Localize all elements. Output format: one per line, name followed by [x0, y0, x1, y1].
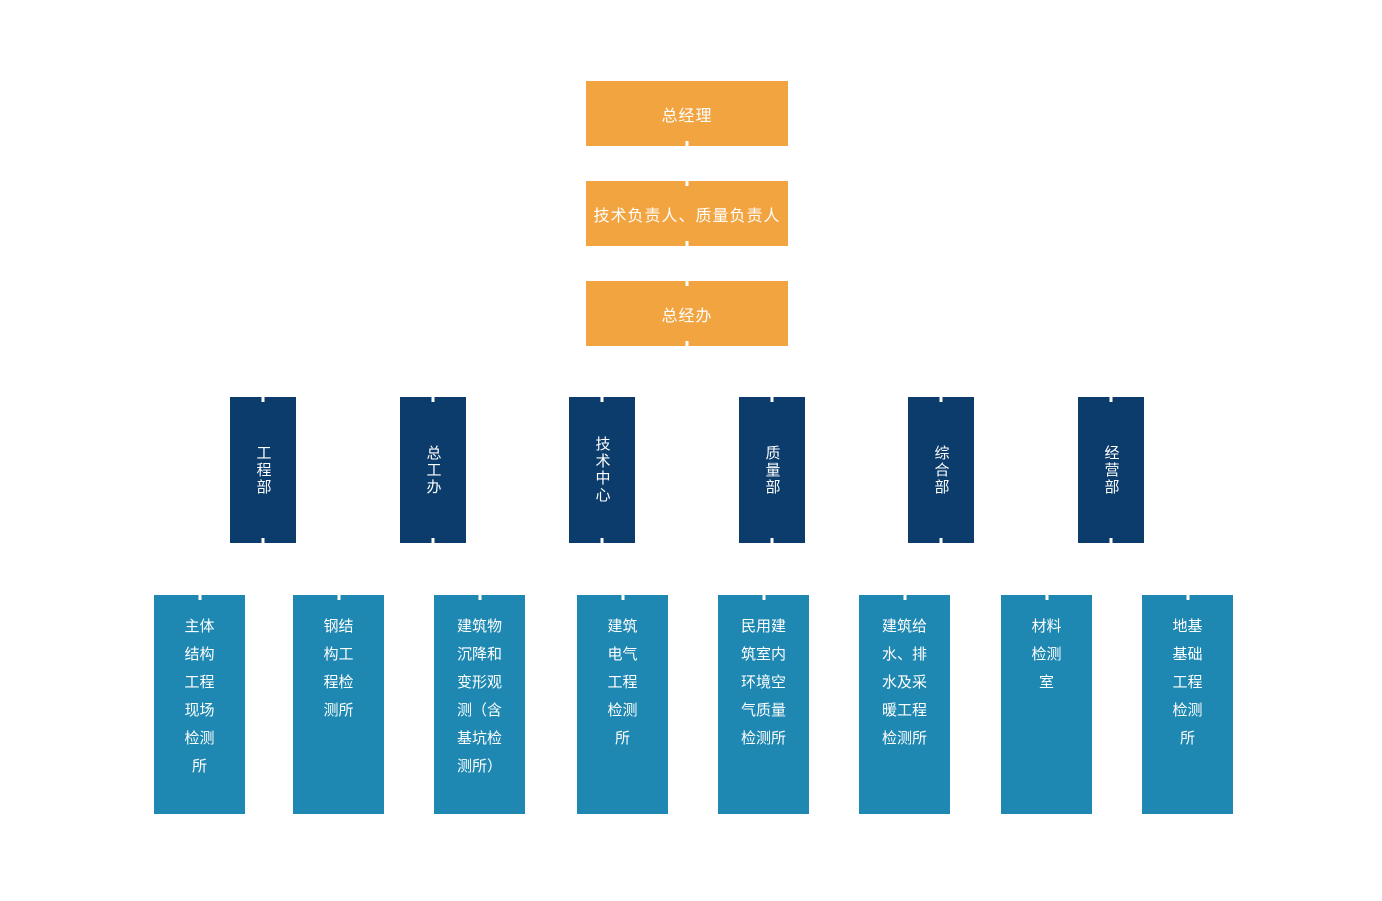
org-box-general-affairs-dept: 综合部: [908, 397, 974, 543]
org-box-label: 综合部: [932, 444, 950, 496]
connector-stub-top: [770, 397, 774, 402]
org-box-label: 建筑物 沉降和 变形观 测（含 基坑检 测所）: [456, 618, 502, 775]
org-box-electrical-engineering-testing: 建筑 电气 工程 检测 所: [577, 595, 668, 814]
org-box-label: 建筑给 水、排 水及采 暖工程 检测所: [881, 618, 927, 747]
connector-stub-bottom: [1109, 538, 1113, 543]
connector-stub-top: [1109, 397, 1113, 402]
org-box-label: 钢结 构工 程检 测所: [323, 618, 354, 719]
org-box-label: 地基 基础 工程 检测 所: [1172, 618, 1203, 747]
connector-stub-top: [478, 595, 481, 600]
org-box-steel-structure-testing: 钢结 构工 程检 测所: [293, 595, 384, 814]
connector-stub-bottom: [685, 241, 689, 246]
org-box-foundation-engineering-testing: 地基 基础 工程 检测 所: [1142, 595, 1233, 814]
org-box-indoor-air-quality-testing: 民用建 筑室内 环境空 气质量 检测所: [718, 595, 809, 814]
org-box-settlement-deformation-observation: 建筑物 沉降和 变形观 测（含 基坑检 测所）: [434, 595, 525, 814]
connector-stub-bottom: [685, 141, 689, 146]
connector-stub-top: [621, 595, 624, 600]
connector-stub-top: [600, 397, 604, 402]
org-box-engineering-dept: 工程部: [230, 397, 296, 543]
org-box-label: 建筑 电气 工程 检测 所: [607, 618, 638, 747]
connector-stub-bottom: [770, 538, 774, 543]
connector-stub-top: [337, 595, 340, 600]
org-box-label: 总经理: [661, 107, 713, 125]
connector-stub-top: [261, 397, 265, 402]
connector-stub-top: [1045, 595, 1048, 600]
connector-stub-bottom: [939, 538, 943, 543]
connector-stub-bottom: [261, 538, 265, 543]
org-box-tech-and-quality-leaders: 技术负责人、质量负责人: [586, 181, 788, 246]
connector-stub-top: [685, 281, 689, 286]
org-box-quality-dept: 质量部: [739, 397, 805, 543]
connector-stub-top: [431, 397, 435, 402]
org-box-label: 技术负责人、质量负责人: [593, 207, 781, 225]
connector-stub-top: [939, 397, 943, 402]
org-box-label: 工程部: [254, 444, 272, 496]
connector-stub-bottom: [431, 538, 435, 543]
org-box-label: 材料 检测 室: [1031, 618, 1062, 691]
connector-stub-top: [762, 595, 765, 600]
org-box-business-dept: 经营部: [1078, 397, 1144, 543]
org-box-main-structure-site-testing: 主体 结构 工程 现场 检测 所: [154, 595, 245, 814]
org-box-label: 质量部: [763, 444, 781, 496]
connector-stub-top: [903, 595, 906, 600]
org-box-label: 民用建 筑室内 环境空 气质量 检测所: [740, 618, 786, 747]
connector-stub-top: [685, 181, 689, 186]
org-box-label: 总工办: [424, 444, 442, 496]
org-box-label: 总经办: [661, 307, 713, 325]
org-box-label: 主体 结构 工程 现场 检测 所: [184, 618, 215, 775]
org-box-general-manager: 总经理: [586, 81, 788, 146]
org-box-label: 经营部: [1102, 444, 1120, 496]
connector-stub-bottom: [600, 538, 604, 543]
org-box-technology-center: 技术中心: [569, 397, 635, 543]
connector-stub-top: [1186, 595, 1189, 600]
org-box-chief-engineer-office: 总工办: [400, 397, 466, 543]
org-box-material-testing-room: 材料 检测 室: [1001, 595, 1092, 814]
org-box-general-manager-office: 总经办: [586, 281, 788, 346]
org-box-water-supply-drainage-heating-testing: 建筑给 水、排 水及采 暖工程 检测所: [859, 595, 950, 814]
connector-stub-bottom: [685, 341, 689, 346]
connector-stub-top: [198, 595, 201, 600]
org-box-label: 技术中心: [593, 436, 611, 504]
